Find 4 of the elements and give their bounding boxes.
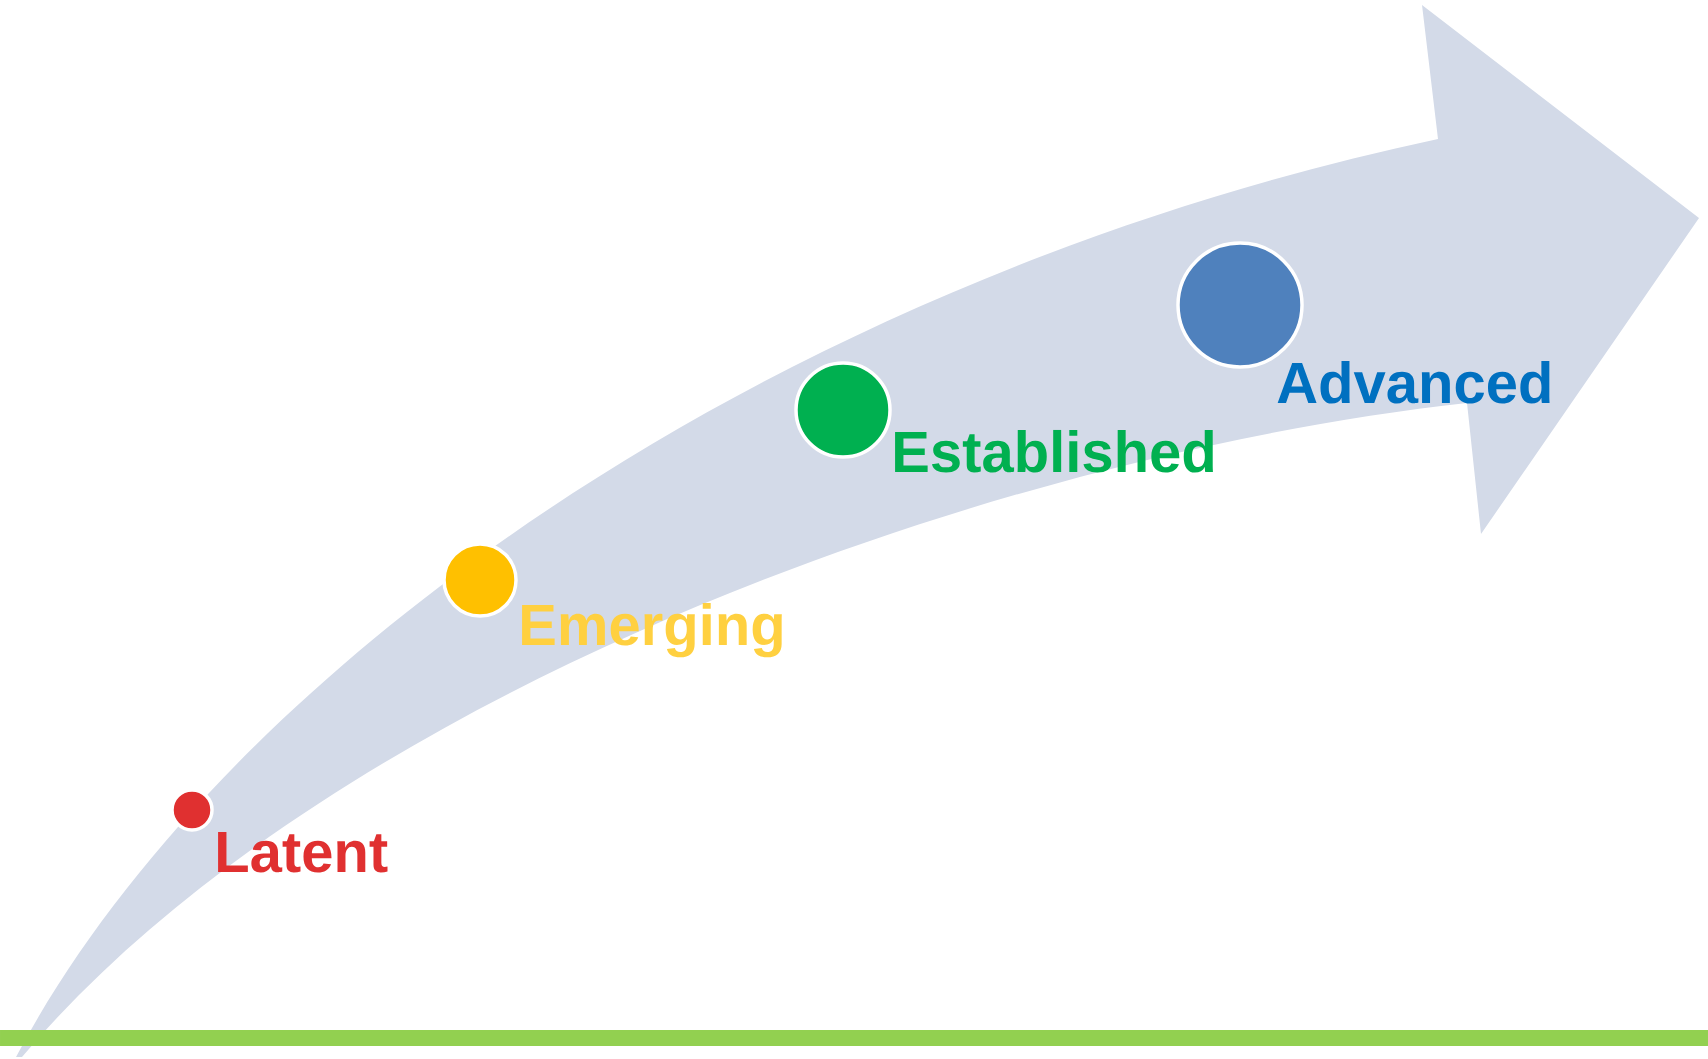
stage-label: Latent [218, 832, 388, 873]
stage-label: Emerging [522, 602, 782, 658]
stage-label: Established [895, 429, 1213, 473]
stage-label: Advanced [1277, 360, 1550, 404]
